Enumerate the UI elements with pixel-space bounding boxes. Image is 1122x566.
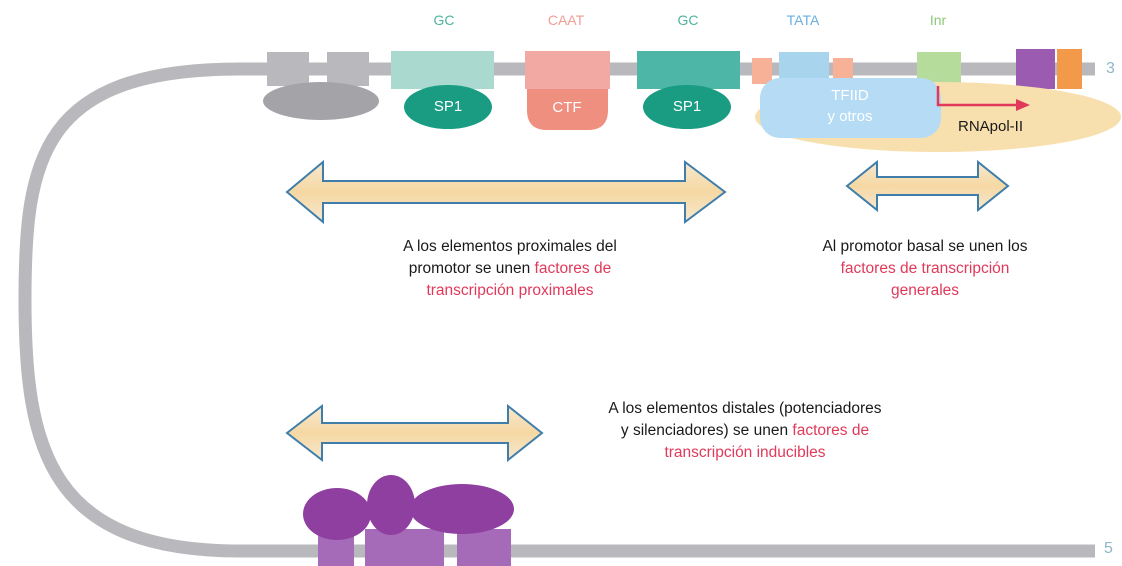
caption-distal: A los elementos distales (potenciadores … bbox=[555, 398, 935, 464]
unnamed-element-2 bbox=[327, 52, 369, 86]
sp1-label-2: SP1 bbox=[672, 98, 702, 115]
caption-distal-line2: y silenciadores) se unen factores de bbox=[555, 420, 935, 442]
downstream-block-orange bbox=[1057, 49, 1082, 89]
caption-proximal: A los elementos proximales del promotor … bbox=[340, 236, 680, 302]
tata-label: TATA bbox=[786, 12, 820, 28]
caption-proximal-line2: promotor se unen factores de bbox=[340, 258, 680, 280]
tata-flank-right bbox=[833, 58, 853, 84]
rnapol-label: RNApol-II bbox=[958, 118, 1024, 135]
caption-distal-line1: A los elementos distales (potenciadores bbox=[608, 400, 882, 417]
caption-basal-line3: generales bbox=[890, 282, 960, 299]
caption-proximal-line3: transcripción proximales bbox=[426, 282, 594, 299]
gc-box-2 bbox=[637, 51, 740, 89]
caption-distal-line3: transcripción inducibles bbox=[664, 444, 826, 461]
ctf-label: CTF bbox=[552, 99, 582, 116]
arrow-basal bbox=[845, 159, 1010, 213]
inducible-factor-2 bbox=[367, 475, 415, 535]
distal-element-3 bbox=[457, 529, 511, 566]
strand-end-bottom: 5 bbox=[1104, 540, 1113, 557]
gc-box-1 bbox=[391, 51, 494, 89]
unnamed-element-1 bbox=[267, 52, 309, 86]
arrow-distal bbox=[285, 403, 544, 463]
transcription-start-arrowhead bbox=[1016, 99, 1030, 111]
distal-element-2 bbox=[365, 529, 444, 566]
caat-box bbox=[525, 51, 610, 89]
arrow-proximal bbox=[285, 159, 727, 225]
sp1-factor-1 bbox=[404, 85, 492, 129]
gc-label-2: GC bbox=[677, 12, 699, 28]
sp1-label-1: SP1 bbox=[433, 98, 463, 115]
sp1-factor-2 bbox=[643, 85, 731, 129]
caption-distal-line2-plain: y silenciadores) se unen bbox=[620, 422, 793, 439]
dna-strand bbox=[18, 62, 1095, 558]
tfiid-label: TFIID bbox=[831, 87, 869, 104]
caption-proximal-line1: A los elementos proximales del bbox=[403, 238, 617, 255]
caption-basal: Al promotor basal se unen los factores d… bbox=[770, 236, 1080, 302]
inducible-factor-1 bbox=[303, 488, 371, 540]
inducible-factor-3 bbox=[410, 484, 514, 534]
transcription-start-line bbox=[936, 86, 1018, 107]
downstream-block-purple bbox=[1016, 49, 1055, 89]
tfiid-complex bbox=[760, 78, 941, 138]
caat-label: CAAT bbox=[547, 12, 585, 28]
caption-basal-line1: Al promotor basal se unen los bbox=[822, 238, 1028, 255]
caption-proximal-line2-red: factores de bbox=[534, 260, 612, 277]
tfiid-label-2: y otros bbox=[827, 108, 873, 125]
tata-flank-left bbox=[752, 58, 772, 84]
ctf-factor bbox=[527, 89, 608, 130]
gc-label-1: GC bbox=[433, 12, 455, 28]
inr-label: Inr bbox=[929, 12, 947, 28]
caption-proximal-line2-plain: promotor se unen bbox=[408, 260, 535, 277]
caption-distal-line2-red: factores de bbox=[792, 422, 870, 439]
caption-basal-line2: factores de transcripción bbox=[840, 260, 1010, 277]
strand-end-top: 3 bbox=[1106, 60, 1115, 77]
unnamed-factor-grey bbox=[263, 82, 379, 120]
